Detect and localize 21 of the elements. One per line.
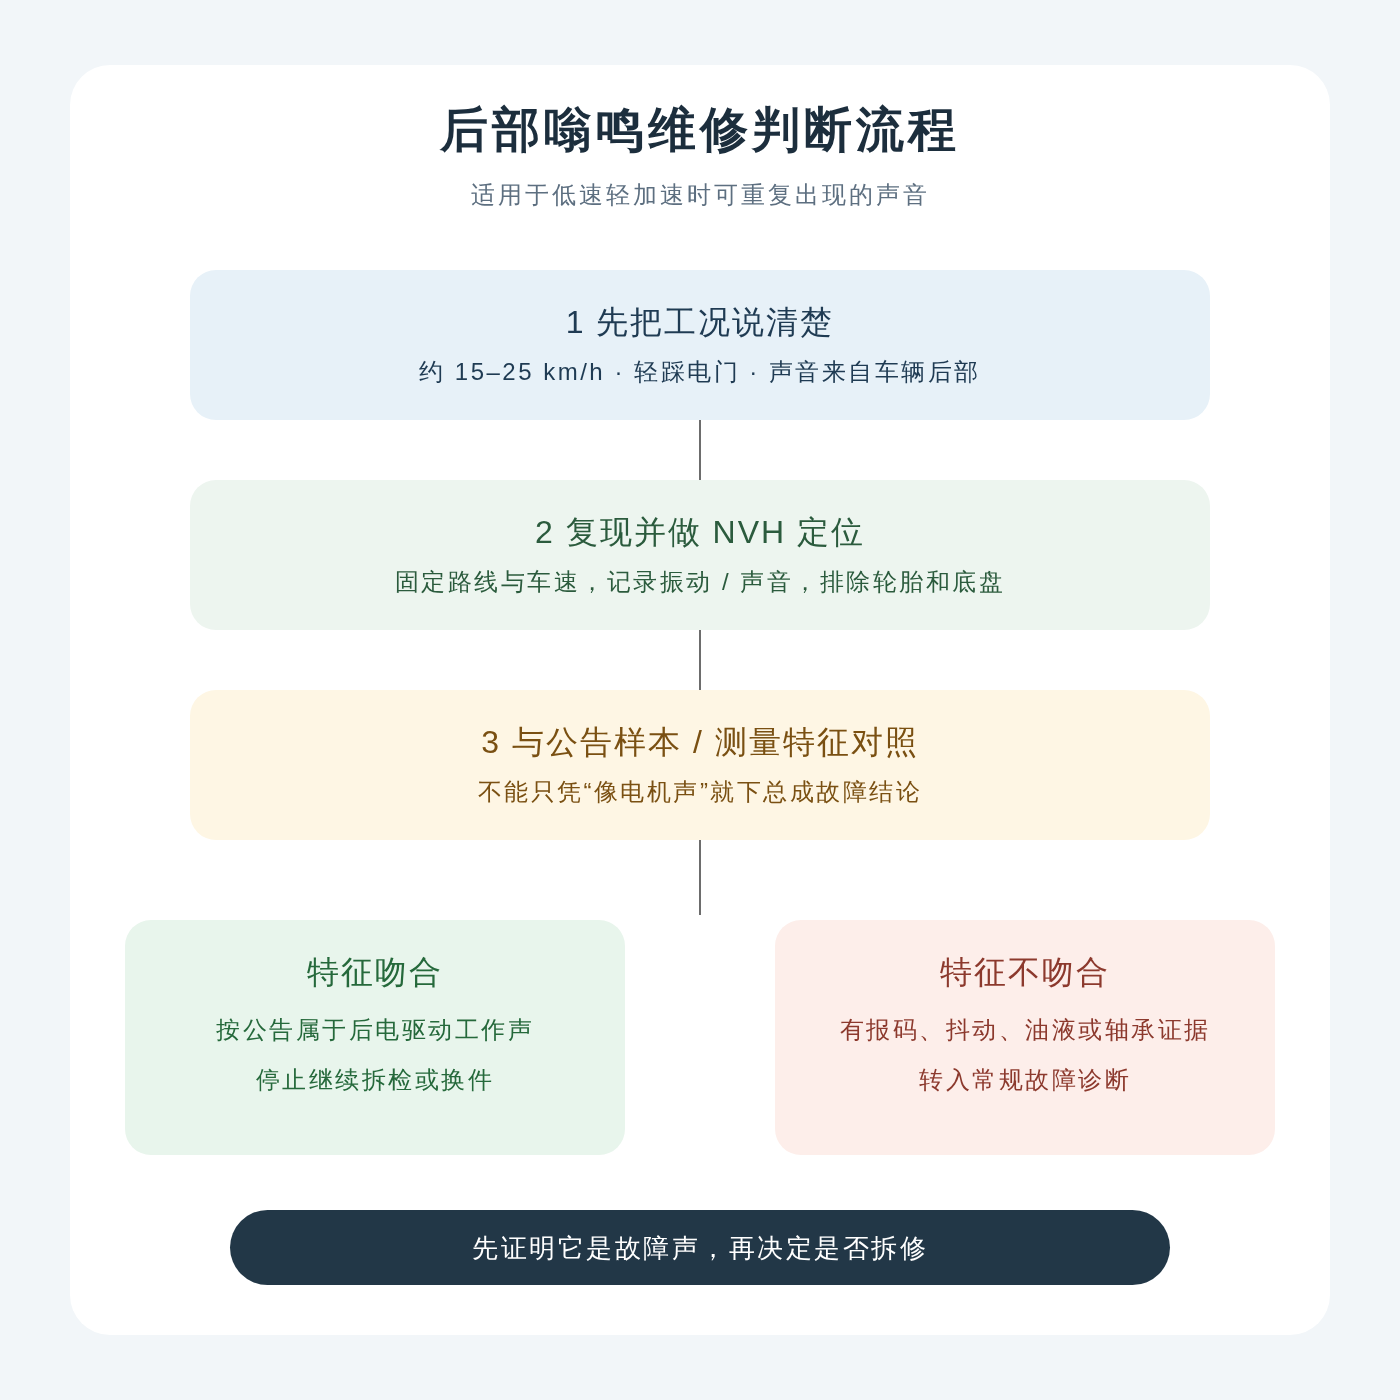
process-box: [190, 270, 1210, 420]
step-description: 固定路线与车速，记录振动 / 声音，排除轮胎和底盘: [394, 567, 1006, 597]
outcome-description: 转入常规故障诊断: [919, 1065, 1131, 1095]
process-box: [190, 690, 1210, 840]
connector-line: [699, 629, 701, 691]
subtitle: 适用于低速轻加速时可重复出现的声音: [470, 180, 930, 210]
connector-line: [699, 419, 701, 481]
outcome-description: 按公告属于后电驱动工作声: [216, 1015, 534, 1045]
banner-text: 先证明它是故障声，再决定是否拆修: [472, 1231, 928, 1265]
step-title: 3 与公告样本 / 测量特征对照: [481, 723, 919, 762]
outcome-title: 特征不吻合: [940, 953, 1110, 992]
connector-line: [699, 839, 701, 916]
diagram-title: 后部嗡鸣维修判断流程: [440, 102, 960, 158]
step-title: 1 先把工况说清楚: [565, 303, 835, 342]
step-description: 约 15–25 km/h · 轻踩电门 · 声音来自车辆后部: [419, 357, 981, 387]
process-box: [190, 480, 1210, 630]
step-description: 不能只凭“像电机声”就下总成故障结论: [477, 777, 923, 807]
outcome-title: 特征吻合: [307, 953, 443, 992]
outcome-description: 停止继续拆检或换件: [255, 1065, 495, 1095]
step-title: 2 复现并做 NVH 定位: [535, 513, 865, 552]
outcome-description: 有报码、抖动、油液或轴承证据: [839, 1015, 1211, 1045]
